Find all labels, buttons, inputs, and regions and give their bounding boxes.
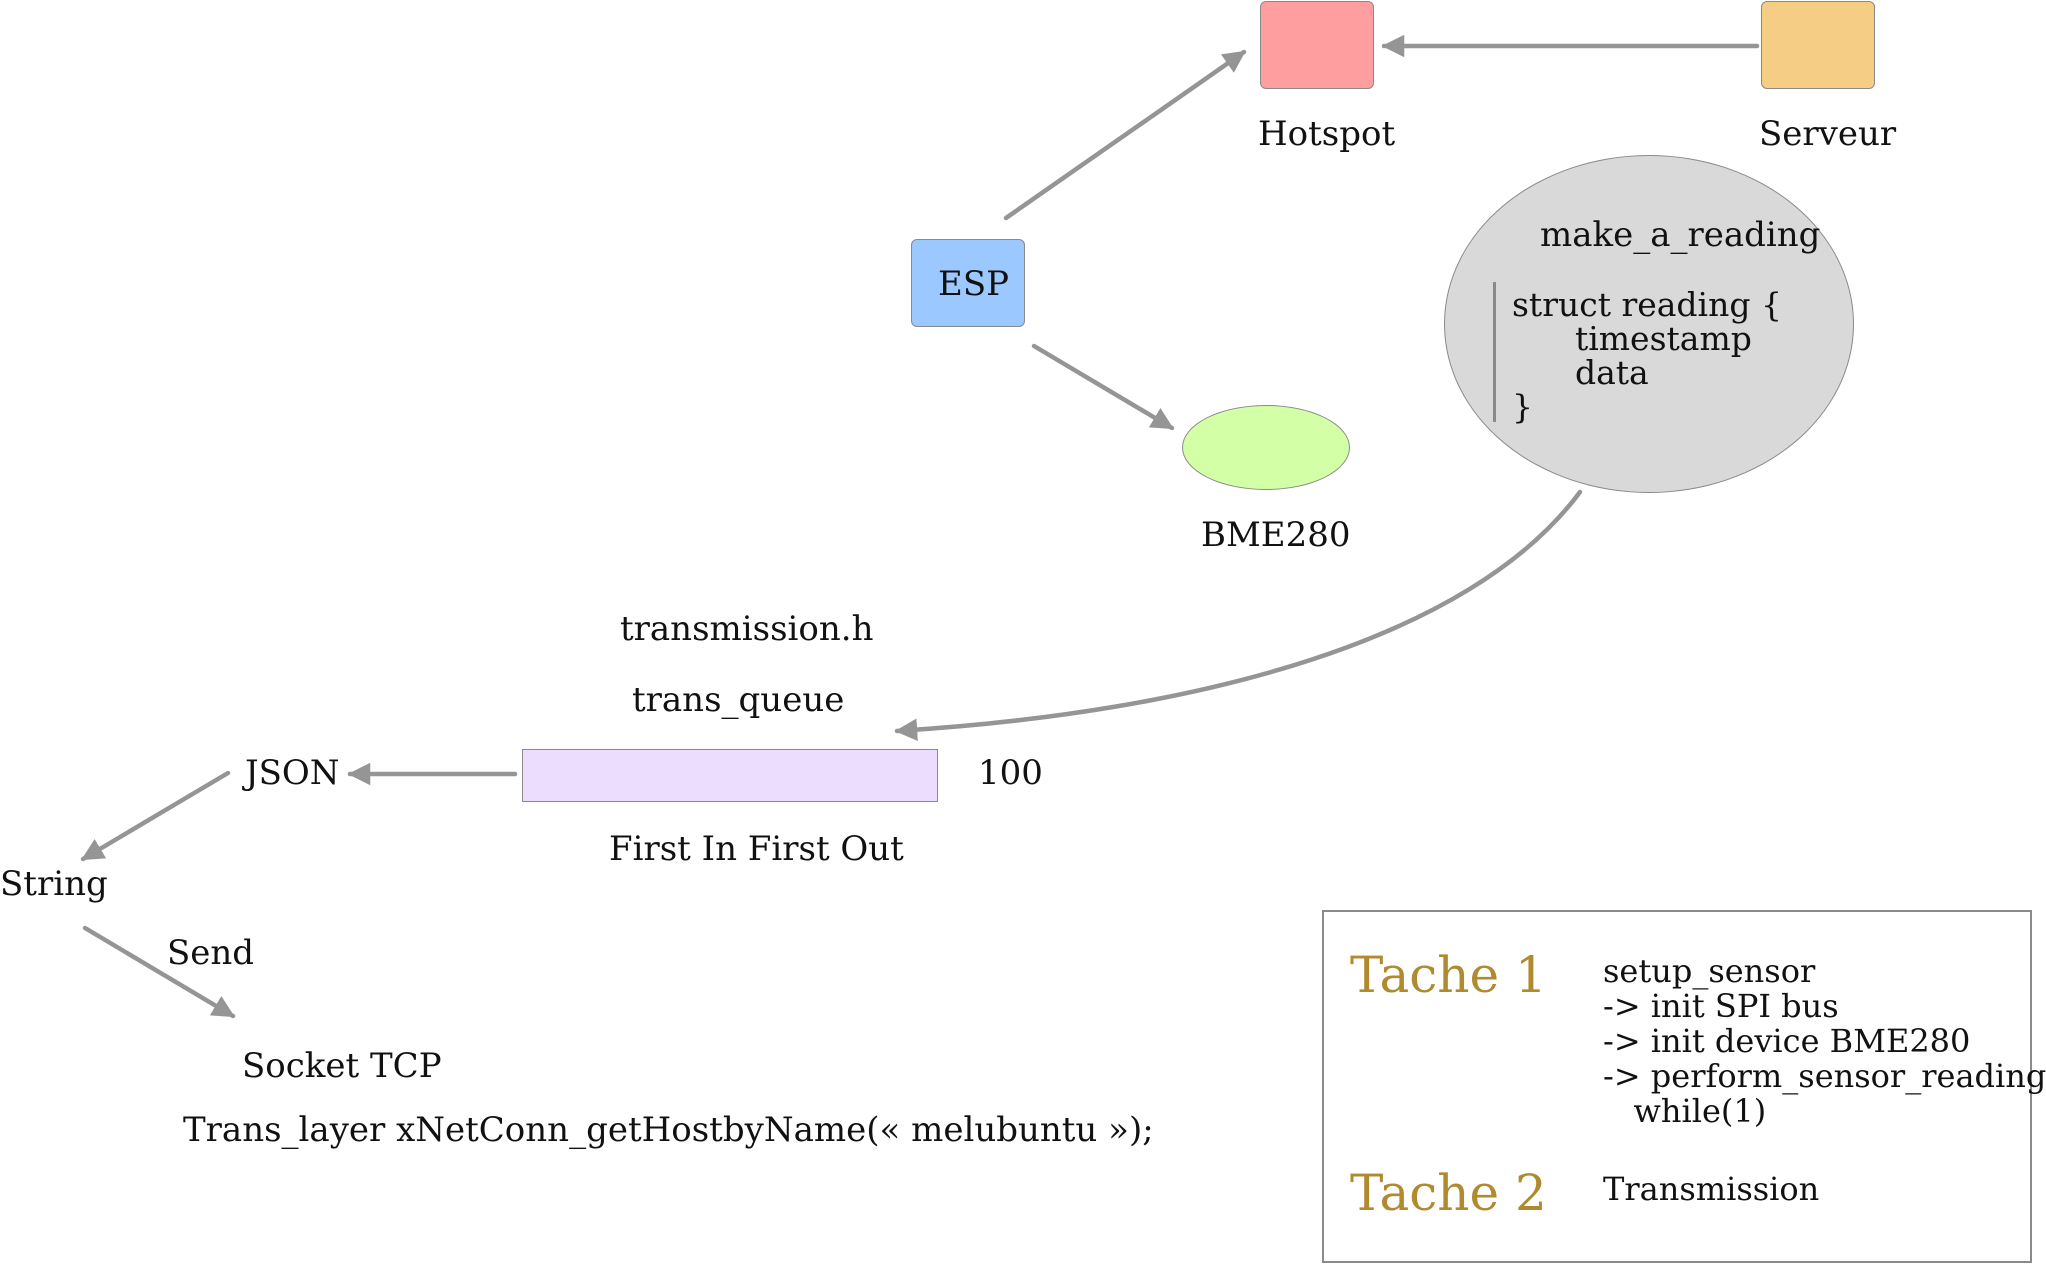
send-label: Send (167, 933, 255, 973)
reading-code-bar (1493, 282, 1496, 422)
arrow-json-to-string (80, 770, 231, 862)
arrow-esp-to-bme280 (1031, 343, 1175, 431)
queue-name-label: trans_queue (632, 680, 845, 720)
esp-label: ESP (938, 264, 1009, 304)
hotspot-label: Hotspot (1258, 114, 1396, 154)
reading-bubble (1444, 155, 1854, 493)
socket-tcp-label: Socket TCP (242, 1046, 442, 1086)
task-1-title: Tache 1 (1350, 946, 1547, 1004)
serveur-node (1761, 1, 1875, 89)
fifo-label: First In First Out (609, 829, 904, 869)
reading-title: make_a_reading (1540, 215, 1821, 255)
task-2-description: Transmission (1603, 1170, 1820, 1208)
task-2-title: Tache 2 (1350, 1164, 1547, 1222)
arrow-string-to-socket (82, 925, 236, 1019)
serveur-label: Serveur (1759, 114, 1897, 154)
tasks-panel: Tache 1 setup_sensor -> init SPI bus -> … (1322, 910, 2046, 1263)
fifo-queue-bar (522, 749, 938, 802)
arrow-reading-to-queue (894, 489, 1583, 741)
transmission-header-label: transmission.h (620, 609, 874, 649)
arrow-esp-to-hotspot (1003, 49, 1247, 221)
queue-size-label: 100 (978, 753, 1043, 793)
trans-layer-label: Trans_layer xNetConn_getHostbyName(« mel… (183, 1110, 1154, 1150)
hotspot-node (1260, 1, 1374, 89)
bme280-label: BME280 (1201, 515, 1351, 555)
reading-struct-code: struct reading { timestamp data } (1512, 285, 1782, 426)
string-label: String (0, 864, 108, 904)
task-1-description: setup_sensor -> init SPI bus -> init dev… (1603, 952, 2046, 1130)
esp-node (911, 239, 1025, 327)
json-label: JSON (245, 753, 340, 793)
bme280-node (1182, 405, 1350, 490)
